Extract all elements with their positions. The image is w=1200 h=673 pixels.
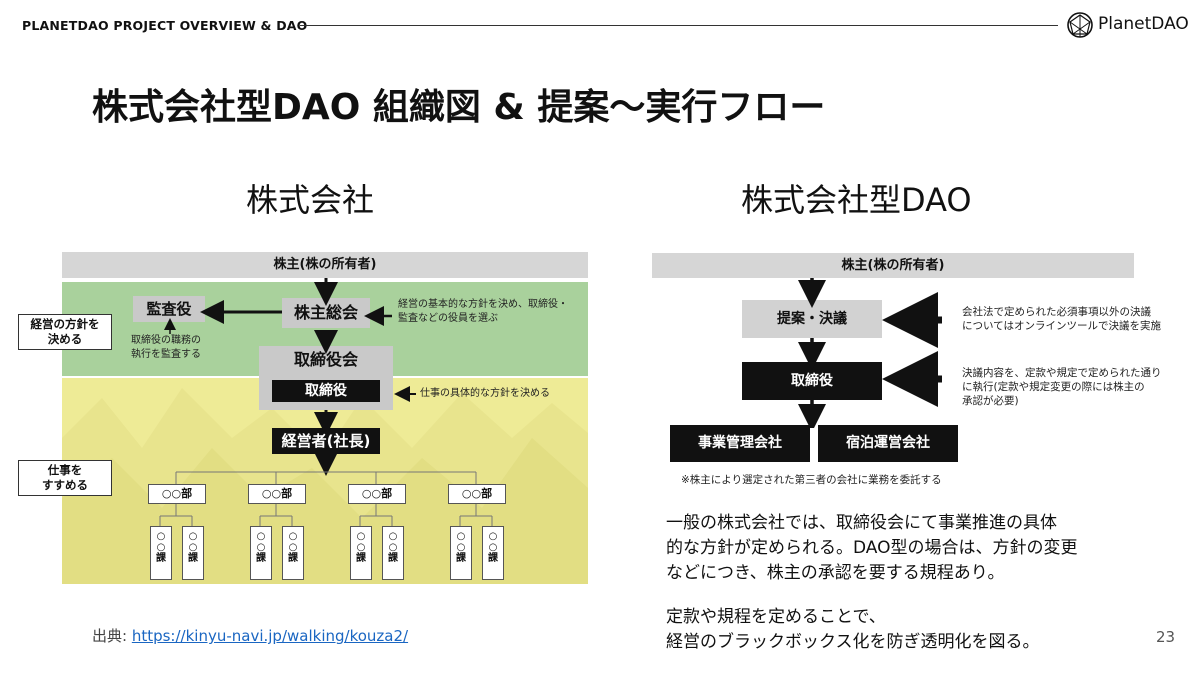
- department-box: ○○部: [448, 484, 506, 504]
- section-box: ○ ○ 課: [182, 526, 204, 580]
- side-label-policy: 経営の方針を 決める: [18, 314, 112, 350]
- department-box: ○○部: [348, 484, 406, 504]
- body-line: 経営のブラックボックス化を防ぎ透明化を図る。: [666, 632, 1040, 652]
- header-divider: [300, 25, 1058, 26]
- department-box: ○○部: [148, 484, 206, 504]
- section-box: ○ ○ 課: [150, 526, 172, 580]
- left-connectors: [159, 278, 493, 526]
- company-box-business: 事業管理会社: [670, 425, 810, 462]
- page-title: 株式会社型DAO 組織図 & 提案〜実行フロー: [92, 87, 826, 128]
- section-box: ○ ○ 課: [350, 526, 372, 580]
- left-shareholders-band: 株主(株の所有者): [62, 252, 588, 278]
- section-box: ○ ○ 課: [382, 526, 404, 580]
- auditor-box: 監査役: [133, 296, 205, 322]
- auditor-note: 取締役の職務の 執行を監査する: [131, 335, 201, 360]
- logo-text: PlanetDAO: [1098, 14, 1189, 34]
- side-label-work: 仕事を すすめる: [18, 460, 112, 496]
- source-link[interactable]: https://kinyu-navi.jp/walking/kouza2/: [131, 627, 409, 645]
- right-footnote: ※株主により選定された第三者の会社に業務を委託する: [681, 474, 942, 486]
- shareholders-meeting-note: 経営の基本的な方針を決め、取締役・ 監査などの役員を選ぶ: [398, 299, 568, 324]
- header-label: PLANETDAO PROJECT OVERVIEW & DAO: [22, 18, 308, 33]
- body-line: 一般の株式会社では、取締役会にて事業推進の具体: [666, 513, 1057, 533]
- section-box: ○ ○ 課: [482, 526, 504, 580]
- body-line: 的な方針が定められる。DAO型の場合は、方針の変更: [666, 538, 1078, 558]
- right-connectors: [798, 278, 942, 428]
- director-box: 取締役: [272, 380, 380, 402]
- source-citation: 出典: https://kinyu-navi.jp/walking/kouza2…: [92, 625, 408, 646]
- director-note: 仕事の具体的な方針を決める: [420, 388, 550, 399]
- source-prefix: 出典:: [92, 627, 132, 645]
- left-subtitle: 株式会社: [246, 181, 375, 219]
- body-line: 定款や規程を定めることで、: [666, 607, 886, 627]
- board-label: 取締役会: [293, 350, 358, 369]
- right-subtitle: 株式会社型DAO: [741, 181, 972, 219]
- section-box: ○ ○ 課: [282, 526, 304, 580]
- right-shareholders-band: 株主(株の所有者): [652, 253, 1134, 278]
- right-director-note: 決議内容を、定款や規定で定められた通り に執行(定款や規定変更の際には株主の 承…: [962, 367, 1162, 407]
- planetdao-logo-icon: [1067, 12, 1093, 38]
- company-box-lodging: 宿泊運営会社: [818, 425, 958, 462]
- department-box: ○○部: [248, 484, 306, 504]
- proposal-note: 会社法で定められた必須事項以外の決議 についてはオンラインツールで決議を実施: [962, 306, 1161, 332]
- page-number: 23: [1156, 628, 1176, 646]
- body-line: などにつき、株主の承認を要する規程あり。: [666, 563, 1005, 583]
- section-box: ○ ○ 課: [450, 526, 472, 580]
- section-box: ○ ○ 課: [250, 526, 272, 580]
